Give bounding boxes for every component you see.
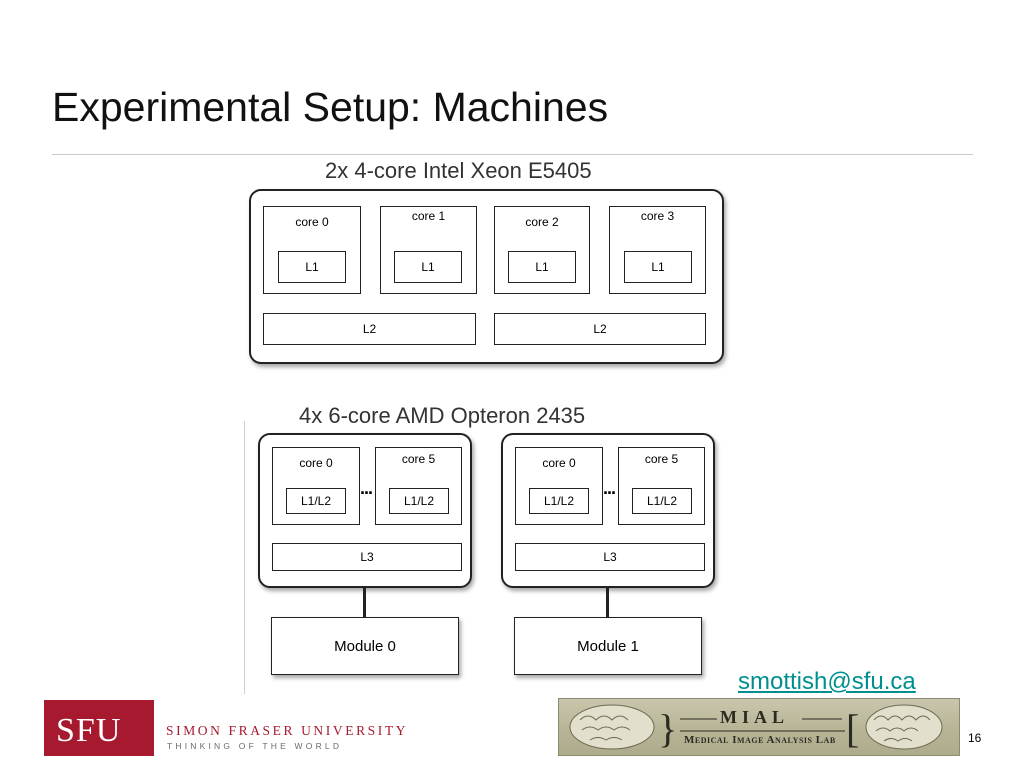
amd-core: core 0 L1/L2: [515, 447, 603, 525]
socket-module-link: [606, 588, 609, 618]
core-label: core 0: [295, 215, 329, 229]
l3-cache: L3: [272, 543, 462, 571]
brain-icon: [569, 704, 655, 750]
amd-core: core 5 L1/L2: [618, 447, 705, 525]
intel-caption: 2x 4-core Intel Xeon E5405: [325, 158, 592, 183]
ellipsis: ...: [603, 478, 616, 498]
module-1: Module 1: [514, 617, 702, 675]
module-0: Module 0: [271, 617, 459, 675]
amd-socket-1: core 0 L1/L2 ... core 5 L1/L2 L3: [501, 433, 715, 588]
svg-text:}: }: [658, 706, 677, 751]
sfu-university-name: SIMON FRASER UNIVERSITY: [166, 723, 409, 738]
sfu-logo-text: SFU: [56, 712, 122, 749]
ellipsis: ...: [360, 478, 373, 498]
l3-cache: L3: [515, 543, 705, 571]
l1-cache: L1: [624, 251, 692, 283]
intel-core-0: core 0 L1: [263, 206, 361, 294]
intel-core-2: core 2 L1: [494, 206, 590, 294]
socket-module-link: [363, 588, 366, 618]
divider-line: [244, 421, 245, 694]
core-label: core 2: [525, 215, 559, 229]
l1-l2-cache: L1/L2: [389, 488, 449, 514]
core-label: core 5: [644, 452, 679, 466]
amd-core: core 0 L1/L2: [272, 447, 360, 525]
core-label: core 3: [640, 209, 675, 223]
l1-l2-cache: L1/L2: [632, 488, 692, 514]
amd-socket-0: core 0 L1/L2 ... core 5 L1/L2 L3: [258, 433, 472, 588]
intel-chip: core 0 L1 core 1 L1 core 2 L1 core 3 L1 …: [249, 189, 724, 364]
l2-cache: L2: [263, 313, 476, 345]
intel-core-3: core 3 L1: [609, 206, 706, 294]
core-label: core 5: [401, 452, 436, 466]
l1-l2-cache: L1/L2: [529, 488, 589, 514]
svg-text:[: [: [846, 706, 859, 751]
amd-core: core 5 L1/L2: [375, 447, 462, 525]
l2-cache: L2: [494, 313, 706, 345]
amd-caption: 4x 6-core AMD Opteron 2435: [299, 403, 586, 428]
l1-cache: L1: [278, 251, 346, 283]
core-label: core 1: [411, 209, 446, 223]
sfu-logo: [44, 700, 154, 756]
mial-logo-graphics: } [: [569, 704, 943, 751]
l1-l2-cache: L1/L2: [286, 488, 346, 514]
mial-title: MIAL: [720, 707, 789, 727]
l1-cache: L1: [394, 251, 462, 283]
core-label: core 0: [542, 456, 576, 470]
slide-title: Experimental Setup: Machines: [52, 84, 609, 130]
l1-cache: L1: [508, 251, 576, 283]
title-divider: [52, 154, 973, 155]
core-label: core 0: [299, 456, 333, 470]
page-number: 16: [968, 731, 982, 745]
brain-icon: [865, 704, 943, 750]
email-link[interactable]: smottish@sfu.ca: [738, 668, 916, 695]
intel-core-1: core 1 L1: [380, 206, 477, 294]
sfu-tagline: THINKING OF THE WORLD: [167, 741, 343, 751]
mial-subtitle: Medical Image Analysis Lab: [684, 734, 836, 746]
